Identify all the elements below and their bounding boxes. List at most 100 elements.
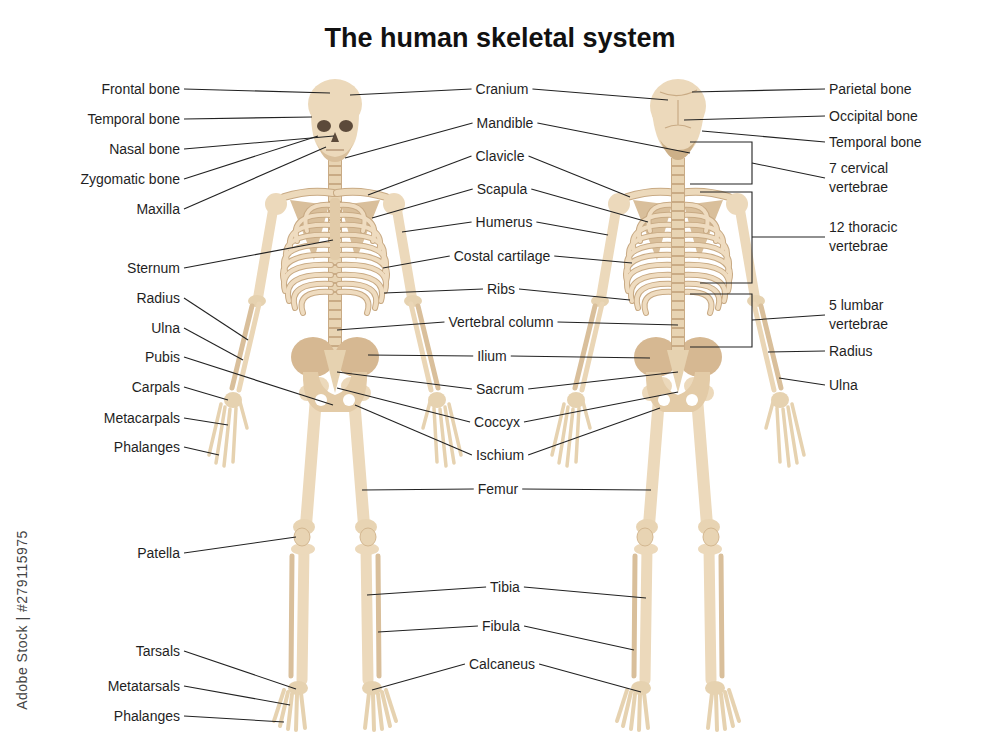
bone-shape xyxy=(552,192,678,730)
leader-line xyxy=(362,489,474,490)
leader-line xyxy=(384,289,483,293)
leader-line xyxy=(779,378,825,385)
bone-shape xyxy=(660,90,697,128)
leader-line xyxy=(536,222,608,235)
bone-label: 12 thoracic vertebrae xyxy=(829,218,925,256)
leader-line xyxy=(184,136,318,179)
bracket xyxy=(700,192,752,283)
bracket xyxy=(690,142,752,184)
leader-line xyxy=(367,587,486,595)
leader-line xyxy=(528,408,660,455)
bone-label: Occipital bone xyxy=(829,107,918,125)
watermark: Adobe Stock | #279115975 xyxy=(13,530,31,710)
bracket xyxy=(690,294,752,347)
leader-line xyxy=(184,240,333,268)
bone-label: Costal cartilage xyxy=(454,247,551,265)
bone-label: Ilium xyxy=(477,347,507,365)
leader-line xyxy=(184,117,312,119)
leader-line xyxy=(532,89,668,100)
leader-line xyxy=(522,489,651,490)
bone-shape xyxy=(660,140,696,160)
leader-line xyxy=(524,587,646,598)
leader-line xyxy=(372,189,473,218)
leader-line xyxy=(752,163,825,178)
leader-line xyxy=(184,716,284,722)
bone-shape xyxy=(316,140,354,162)
bone-label: Cranium xyxy=(476,80,529,98)
bone-label: Zygomatic bone xyxy=(80,170,180,188)
bone-shape xyxy=(209,192,335,730)
bone-label: Femur xyxy=(478,480,518,498)
bone-label: Tibia xyxy=(490,578,520,596)
bone-label: Patella xyxy=(137,544,180,562)
bone-label: Sacrum xyxy=(476,380,524,398)
leader-line xyxy=(752,236,825,237)
leader-line xyxy=(768,351,825,352)
leader-line xyxy=(684,116,825,120)
bone-shape xyxy=(339,120,353,132)
leader-line xyxy=(524,392,678,422)
leader-line xyxy=(554,256,632,263)
bone-label: Coccyx xyxy=(474,413,520,431)
bone-label: Phalanges xyxy=(114,707,180,725)
bone-label: Scapula xyxy=(477,180,528,198)
leader-line xyxy=(184,328,243,360)
leader-line xyxy=(378,626,478,632)
bone-label: Ribs xyxy=(487,280,515,298)
leader-line xyxy=(692,89,825,92)
bone-label: Vertebral column xyxy=(448,313,553,331)
leader-line xyxy=(337,372,472,389)
bone-label: Sternum xyxy=(127,259,180,277)
leader-line xyxy=(184,147,326,209)
leader-line xyxy=(337,322,444,330)
back-skeleton xyxy=(552,79,804,730)
bone-shape xyxy=(326,149,344,151)
leader-line xyxy=(383,256,450,268)
leader-line xyxy=(184,418,228,425)
bone-shape xyxy=(678,158,679,356)
leader-line xyxy=(528,372,678,389)
leader-line xyxy=(531,189,648,222)
bone-label: Mandible xyxy=(477,114,534,132)
leader-line xyxy=(558,322,678,325)
bone-label: Parietal bone xyxy=(829,80,912,98)
leader-line xyxy=(184,447,219,455)
bone-shape xyxy=(311,112,359,160)
bone-label: Pubis xyxy=(145,348,180,366)
bone-label: Tarsals xyxy=(136,642,180,660)
bone-label: Fibula xyxy=(482,617,520,635)
leader-line xyxy=(355,405,472,455)
bone-shape xyxy=(324,350,346,393)
bone-shape xyxy=(552,158,804,730)
leader-line xyxy=(350,89,472,95)
bone-label: Metacarpals xyxy=(104,409,180,427)
bone-label: 5 lumbar vertebrae xyxy=(829,296,925,334)
bone-label: Ulna xyxy=(151,319,180,337)
leader-line xyxy=(752,315,825,320)
bone-label: Metatarsals xyxy=(108,677,180,695)
bone-label: Frontal bone xyxy=(101,80,180,98)
bone-label: Maxilla xyxy=(136,200,180,218)
bone-shape xyxy=(667,350,689,393)
bone-label: Humerus xyxy=(476,213,533,231)
leader-line xyxy=(372,664,465,690)
leader-line xyxy=(345,123,473,158)
leader-line xyxy=(184,89,330,93)
bone-label: Radius xyxy=(136,289,180,307)
bone-shape xyxy=(330,198,340,260)
bone-label: Carpals xyxy=(132,378,180,396)
leader-line xyxy=(337,388,470,422)
leader-line xyxy=(537,123,690,153)
leader-line xyxy=(184,686,290,705)
leader-line xyxy=(529,156,631,197)
leader-line xyxy=(511,356,650,358)
leader-line xyxy=(184,357,333,405)
bone-label: Radius xyxy=(829,342,873,360)
diagram-title: The human skeletal system xyxy=(324,23,675,54)
bone-label: Phalanges xyxy=(114,438,180,456)
leader-line xyxy=(702,131,825,142)
bone-label: Calcaneus xyxy=(469,655,535,673)
bone-label: Temporal bone xyxy=(87,110,180,128)
bone-shape xyxy=(317,120,331,132)
